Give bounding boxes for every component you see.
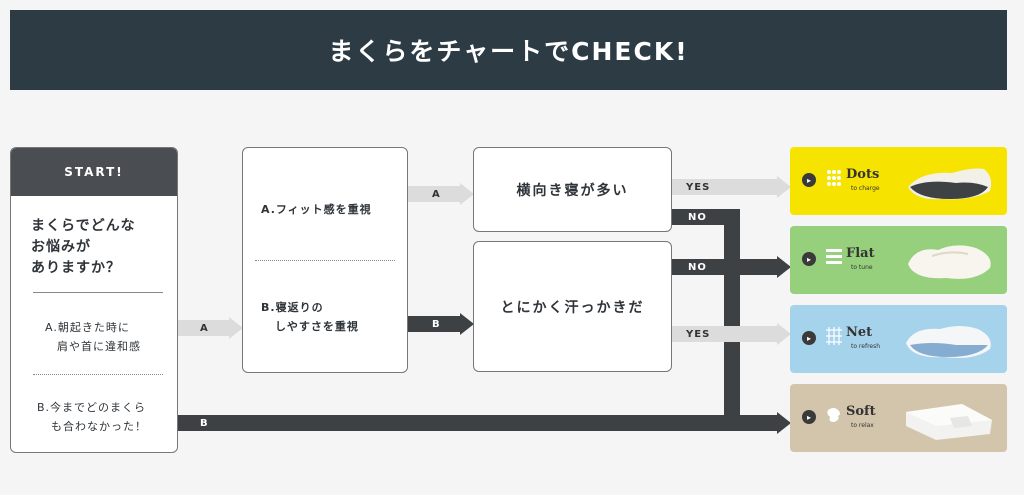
priority-box: A.フィット感を重視 B.寝返りの しやすさを重視 (242, 147, 408, 373)
pillow-image (908, 168, 992, 200)
arrow-head-icon (777, 323, 791, 345)
connector-start-a: A (178, 320, 230, 336)
connector-label: B (200, 417, 209, 429)
product-subtitle: to relax (851, 422, 874, 429)
start-option-b: B.今までどのまくら も合わなかった！ (37, 398, 147, 436)
page-title: まくらをチャートでCHECK! (10, 10, 1007, 90)
connector-label: YES (686, 328, 711, 340)
product-name: Soft (846, 404, 876, 419)
product-card-soft[interactable]: ▸ Soft to relax (790, 384, 1007, 452)
net-logo-icon (826, 327, 842, 345)
product-card-dots[interactable]: ▸ Dots to charge (790, 147, 1007, 215)
connector-label: A (432, 188, 441, 200)
chevron-right-icon: ▸ (802, 173, 816, 187)
start-divider (33, 292, 163, 293)
question-box-sleep-side: 横向き寝が多い (473, 147, 672, 232)
flat-logo-icon (826, 249, 842, 264)
product-subtitle: to tune (851, 264, 873, 271)
connector-mid-a: A (408, 186, 462, 202)
product-name: Dots (846, 167, 880, 182)
arrow-head-icon (777, 412, 791, 434)
arrow-head-icon (229, 317, 243, 339)
arrow-head-icon (460, 183, 474, 205)
middle-option-b-line: しやすさを重視 (275, 320, 359, 333)
start-box: START! まくらでどんな お悩みが ありますか？ A.朝起きた時に 肩や首に… (10, 147, 178, 453)
chevron-right-icon: ▸ (802, 410, 816, 424)
arrow-head-icon (460, 313, 474, 335)
start-question-line: ありますか？ (31, 260, 121, 276)
middle-option-b-line: B.寝返りの (261, 301, 324, 314)
connector-start-b: B (178, 415, 778, 431)
product-card-flat[interactable]: ▸ Flat to tune (790, 226, 1007, 294)
connector-label: NO (688, 261, 707, 273)
product-subtitle: to refresh (851, 343, 881, 350)
middle-option-b: B.寝返りの しやすさを重視 (261, 298, 359, 336)
connector-label: B (432, 318, 441, 330)
start-option-b-line: B.今までどのまくら (37, 401, 147, 414)
start-question: まくらでどんな お悩みが ありますか？ (31, 216, 171, 279)
product-card-net[interactable]: ▸ Net to refresh (790, 305, 1007, 373)
start-option-a: A.朝起きた時に 肩や首に違和感 (45, 318, 141, 356)
connector-q1-no-vertical (724, 209, 740, 415)
connector-q1-no: NO (672, 209, 740, 225)
product-name: Net (846, 325, 873, 340)
middle-option-a: A.フィット感を重視 (261, 203, 372, 216)
connector-q2-no: NO (672, 259, 778, 275)
connector-q1-yes: YES (672, 179, 778, 195)
pillow-image (908, 245, 991, 279)
product-name: Flat (846, 246, 875, 261)
middle-dotted-divider (255, 260, 395, 261)
arrow-head-icon (777, 256, 791, 278)
pillow-image (906, 404, 992, 440)
connector-mid-b: B (408, 316, 462, 332)
connector-q2-yes: YES (672, 326, 778, 342)
arrow-head-icon (777, 176, 791, 198)
pillow-image (906, 326, 991, 358)
start-option-b-line: も合わなかった！ (51, 420, 147, 433)
start-option-a-line: A.朝起きた時に (45, 321, 130, 334)
start-question-line: まくらでどんな (31, 218, 136, 234)
chevron-right-icon: ▸ (802, 331, 816, 345)
start-dotted-divider (33, 374, 163, 375)
connector-label: NO (688, 211, 707, 223)
start-question-line: お悩みが (31, 239, 91, 255)
dots-logo-icon (827, 170, 841, 186)
product-subtitle: to charge (851, 185, 880, 192)
connector-label: YES (686, 181, 711, 193)
connector-label: A (200, 322, 209, 334)
start-label: START! (11, 148, 177, 196)
start-option-a-line: 肩や首に違和感 (57, 340, 141, 353)
chevron-right-icon: ▸ (802, 252, 816, 266)
question-box-sweat: とにかく汗っかきだ (473, 241, 672, 372)
soft-logo-icon (827, 408, 840, 422)
